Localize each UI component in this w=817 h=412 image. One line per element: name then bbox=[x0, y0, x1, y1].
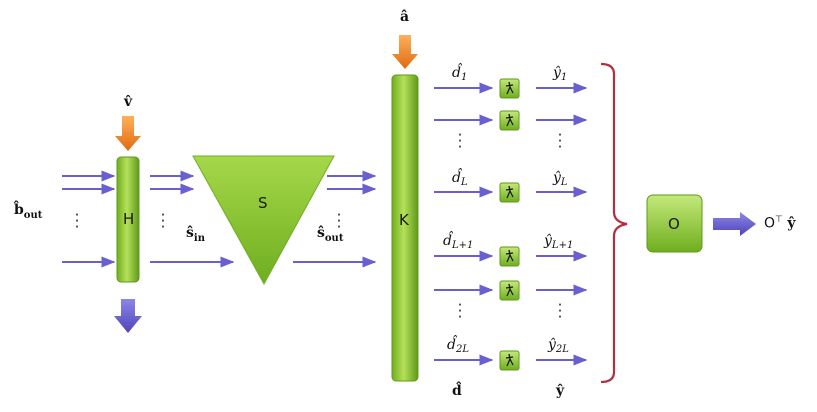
vertical-ellipsis: ··· bbox=[457, 296, 463, 326]
vertical-ellipsis: ··· bbox=[557, 126, 563, 156]
s-out-label: ŝout bbox=[317, 226, 343, 244]
y2L-symbol: ŷ bbox=[548, 337, 556, 353]
element-boxes bbox=[499, 78, 520, 371]
dL1-label: d̂L+1 bbox=[443, 234, 473, 251]
d-vector-label: d̂ bbox=[452, 383, 462, 399]
yL-symbol: ŷ bbox=[553, 170, 561, 186]
vertical-ellipsis: ··· bbox=[74, 206, 80, 236]
dancing-figure-icon bbox=[499, 280, 520, 301]
dancing-figure-icon bbox=[499, 246, 520, 267]
h-block-label: H bbox=[123, 210, 135, 228]
dL1-subscript: L+1 bbox=[451, 240, 474, 251]
dancing-figure-icon bbox=[499, 78, 520, 99]
output-symbol: O bbox=[764, 215, 776, 232]
h-block bbox=[116, 156, 140, 283]
b-out-subscript: out bbox=[23, 209, 43, 221]
output-transpose: ⊤ bbox=[775, 215, 783, 225]
s-out-symbol: ŝ bbox=[317, 225, 325, 241]
dL-subscript: L bbox=[460, 177, 468, 188]
s-in-subscript: in bbox=[193, 232, 205, 244]
s-out-subscript: out bbox=[324, 232, 344, 244]
v-input-arrow bbox=[115, 116, 141, 151]
b-out-symbol: b̂ bbox=[14, 202, 24, 218]
d1-subscript: 1 bbox=[460, 72, 468, 83]
output-label: O⊤ ŷ bbox=[764, 216, 795, 231]
yL-label: ŷL bbox=[553, 171, 568, 188]
y2L-subscript: 2L bbox=[555, 344, 569, 355]
brace bbox=[600, 62, 628, 384]
o-block-label: O bbox=[668, 215, 680, 233]
v-hat-label: v̂ bbox=[124, 94, 133, 110]
d2L-label: d̂2L bbox=[447, 338, 469, 355]
k-block-label: K bbox=[399, 211, 409, 229]
s-to-k-arrows bbox=[293, 170, 377, 268]
output-y: ŷ bbox=[787, 215, 796, 232]
dL-label: d̂L bbox=[452, 171, 468, 188]
d2L-symbol: d̂ bbox=[447, 337, 456, 353]
yL-subscript: L bbox=[560, 177, 568, 188]
y2L-label: ŷ2L bbox=[548, 338, 569, 355]
a-input-arrow bbox=[392, 35, 418, 69]
a-hat-label: â bbox=[400, 9, 410, 25]
d-arrows bbox=[434, 82, 494, 366]
o-block bbox=[646, 194, 703, 253]
h-output-down-arrow bbox=[114, 299, 142, 333]
d1-symbol: d̂ bbox=[452, 65, 461, 81]
dancing-figure-icon bbox=[499, 110, 520, 131]
vertical-ellipsis: ··· bbox=[457, 126, 463, 156]
s-in-symbol: ŝ bbox=[186, 225, 194, 241]
y1-subscript: 1 bbox=[560, 72, 568, 83]
y-arrows bbox=[536, 82, 588, 366]
output-arrow bbox=[713, 212, 756, 236]
dancing-figure-icon bbox=[499, 350, 520, 371]
b-out-label: b̂out bbox=[14, 203, 42, 221]
d1-label: d̂1 bbox=[452, 66, 467, 83]
s-block-label: S bbox=[258, 194, 268, 212]
input-arrows-left bbox=[62, 170, 116, 268]
vertical-ellipsis: ··· bbox=[160, 206, 166, 236]
yL1-subscript: L+1 bbox=[551, 240, 574, 251]
dancing-figure-icon bbox=[499, 182, 520, 203]
yL1-label: ŷL+1 bbox=[544, 234, 573, 251]
s-in-label: ŝin bbox=[186, 226, 205, 244]
k-block bbox=[391, 74, 419, 382]
y-vector-label: ŷ bbox=[556, 383, 565, 399]
h-to-s-arrows bbox=[150, 170, 235, 268]
y1-symbol: ŷ bbox=[553, 65, 561, 81]
vertical-ellipsis: ··· bbox=[557, 296, 563, 326]
y1-label: ŷ1 bbox=[553, 66, 567, 83]
d2L-subscript: 2L bbox=[455, 344, 469, 355]
s-block bbox=[192, 155, 335, 286]
vertical-ellipsis: ··· bbox=[336, 206, 342, 236]
dL1-symbol: d̂ bbox=[443, 233, 452, 249]
yL1-symbol: ŷ bbox=[544, 233, 552, 249]
dL-symbol: d̂ bbox=[452, 170, 461, 186]
